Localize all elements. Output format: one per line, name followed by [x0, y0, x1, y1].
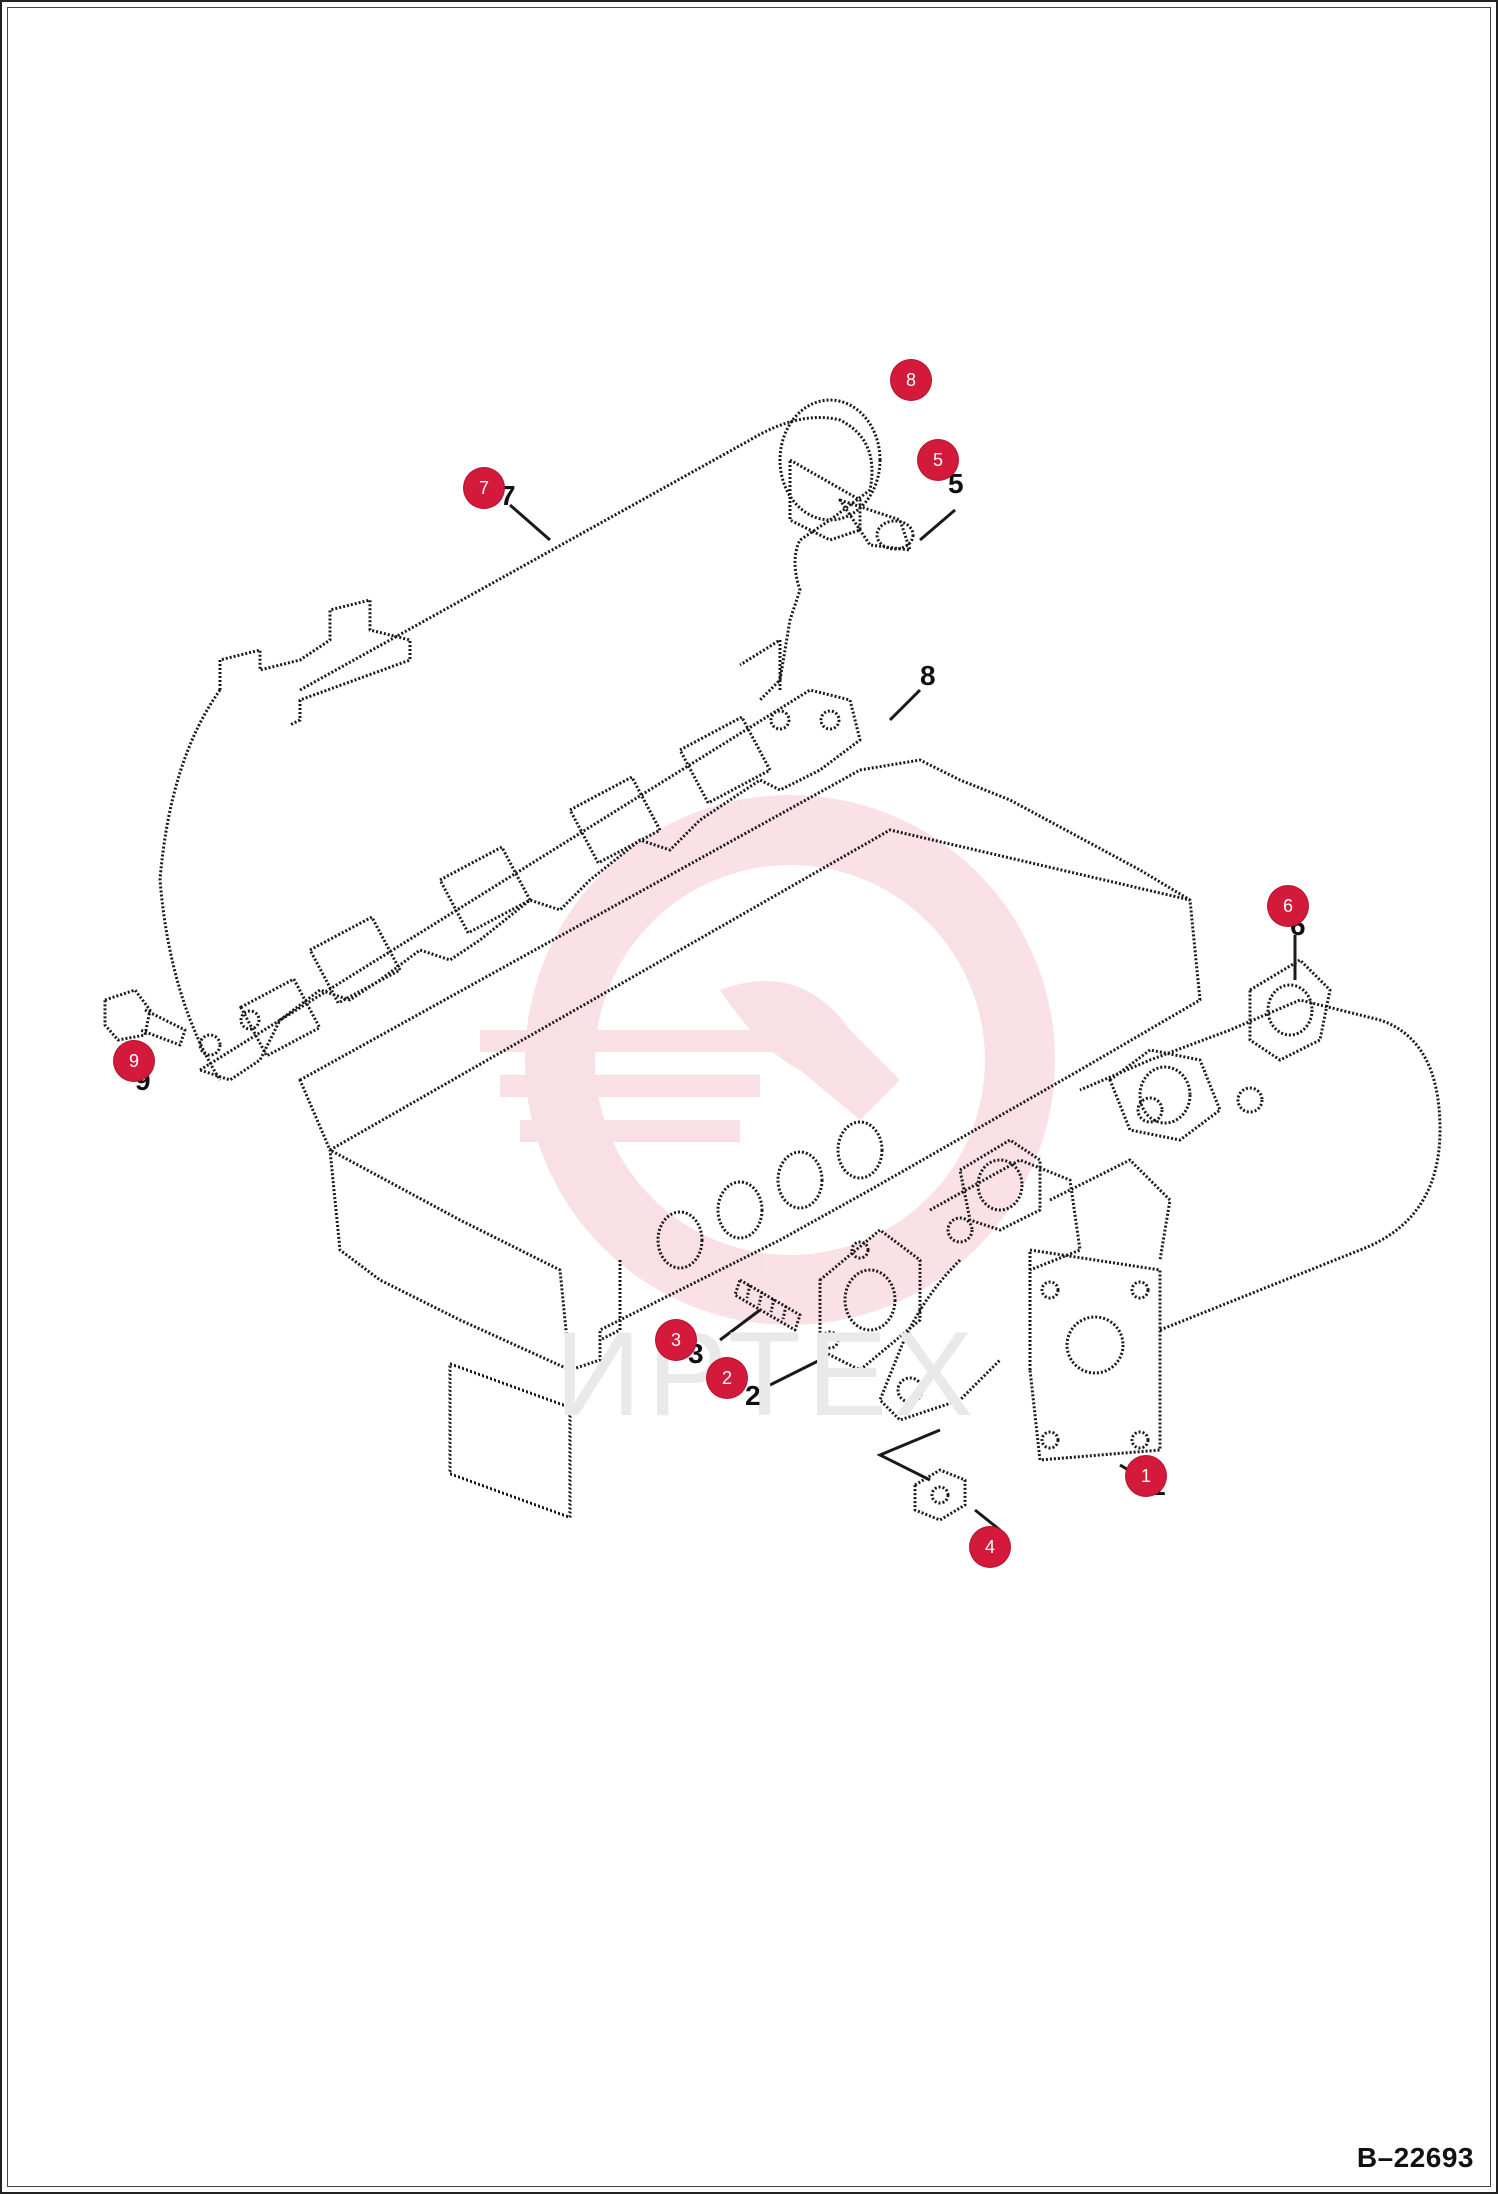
callout-marker[interactable]: 2 [707, 1358, 747, 1398]
watermark-logo [480, 795, 1055, 1325]
drawing-id: B–22693 [1356, 2142, 1474, 2173]
exhaust-manifold-part [878, 998, 1442, 1462]
callout-marker[interactable]: 5 [918, 440, 958, 480]
callout-marker[interactable]: 8 [891, 360, 931, 400]
nut-part [913, 1468, 967, 1522]
drawing-frame-inner [7, 7, 1491, 2187]
callout-marker[interactable]: 9 [114, 1041, 154, 1081]
callout-marker[interactable]: 1 [1126, 1456, 1166, 1496]
exhaust-gasket-part [958, 958, 1332, 1232]
part-label: 5 [948, 468, 964, 499]
cylinder-head-part [298, 758, 1202, 1520]
intake-gasket-part [198, 688, 862, 1082]
watermark-text: ИРТЕХ [555, 1307, 980, 1441]
stud-part [733, 1278, 802, 1332]
port-gasket-part [818, 1228, 922, 1372]
callout-marker[interactable]: 4 [970, 1527, 1010, 1567]
intake-manifold-part [158, 398, 915, 1081]
bolt-part [103, 988, 187, 1047]
part-label: 2 [745, 1380, 761, 1411]
callout-marker[interactable]: 6 [1268, 886, 1308, 926]
part-label: 8 [920, 660, 936, 691]
callout-marker[interactable]: 7 [464, 468, 504, 508]
callout-marker[interactable]: 3 [656, 1320, 696, 1360]
